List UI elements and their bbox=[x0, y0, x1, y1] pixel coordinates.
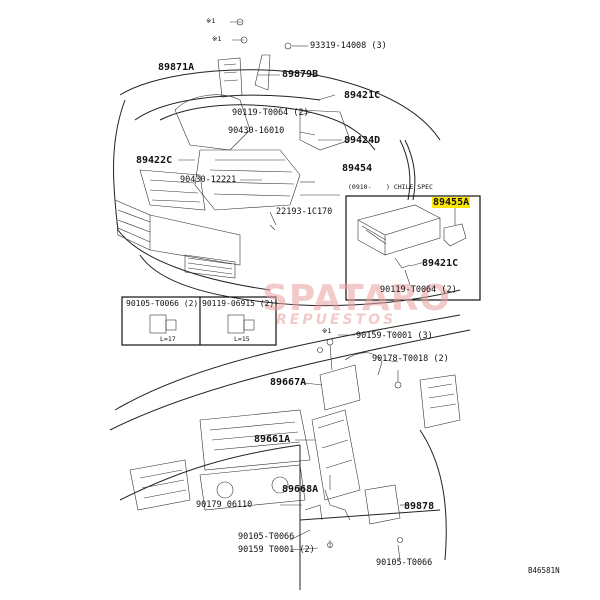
label-90159-t0001-2: 90159 T0001 (2) bbox=[238, 545, 315, 555]
label-0910: (0910- bbox=[348, 183, 372, 191]
watermark-brand: SPATARO bbox=[262, 278, 452, 319]
label-star2: ※1 bbox=[212, 35, 222, 43]
label-89421c-box: 89421C bbox=[422, 258, 459, 269]
label-90430-16010: 90430-16010 bbox=[228, 126, 285, 136]
label-90119-t0064-box: 90119-T0064 (2) bbox=[380, 285, 457, 295]
label-90119-t0064-top: 90119-T0064 (2) bbox=[232, 108, 309, 118]
label-89871a: 89871A bbox=[158, 62, 195, 73]
label-90179-06110: 90179 06110 bbox=[196, 500, 253, 510]
label-89421c-top: 89421C bbox=[344, 90, 381, 101]
label-89454: 89454 bbox=[342, 163, 373, 174]
label-90105-t0066-b: 90105-T0066 bbox=[238, 532, 295, 542]
label-90119-06915: 90119-06915 (2) bbox=[202, 299, 275, 308]
label-star3: ※1 bbox=[322, 327, 332, 335]
label-reference-code: B46581N bbox=[528, 566, 560, 575]
label-90159-t0001-3: 90159-T0001 (3) bbox=[356, 331, 433, 341]
label-l15: L=15 bbox=[234, 335, 250, 343]
label-89455a: 89455A bbox=[432, 197, 471, 208]
label-90430-12221: 90430-12221 bbox=[180, 175, 237, 185]
label-90105-t0066-c: 90105-T0066 bbox=[376, 558, 433, 568]
label-89455a-highlight: 89455A bbox=[432, 197, 471, 208]
label-89661a: 89661A bbox=[254, 434, 291, 445]
label-89668a: 89668A bbox=[282, 484, 319, 495]
label-star1: ※1 bbox=[206, 17, 216, 25]
label-89422c: 89422C bbox=[136, 155, 173, 166]
label-90178-t0018: 90178-T0018 (2) bbox=[372, 354, 449, 364]
label-22193-1c170: 22193-1C170 bbox=[276, 207, 333, 217]
label-l17: L=17 bbox=[160, 335, 176, 343]
label-89424d: 89424D bbox=[344, 135, 381, 146]
label-89879b: 89879B bbox=[282, 69, 319, 80]
label-chile-spec: ) CHILE SPEC bbox=[386, 183, 433, 191]
label-90105-t0066-inset: 90105-T0066 (2) bbox=[126, 299, 199, 308]
label-93319-14008: 93319-14008 (3) bbox=[310, 41, 387, 51]
label-89878: 89878 bbox=[404, 501, 435, 512]
label-89667a: 89667A bbox=[270, 377, 307, 388]
watermark-subtitle: REPUESTOS bbox=[276, 312, 397, 328]
